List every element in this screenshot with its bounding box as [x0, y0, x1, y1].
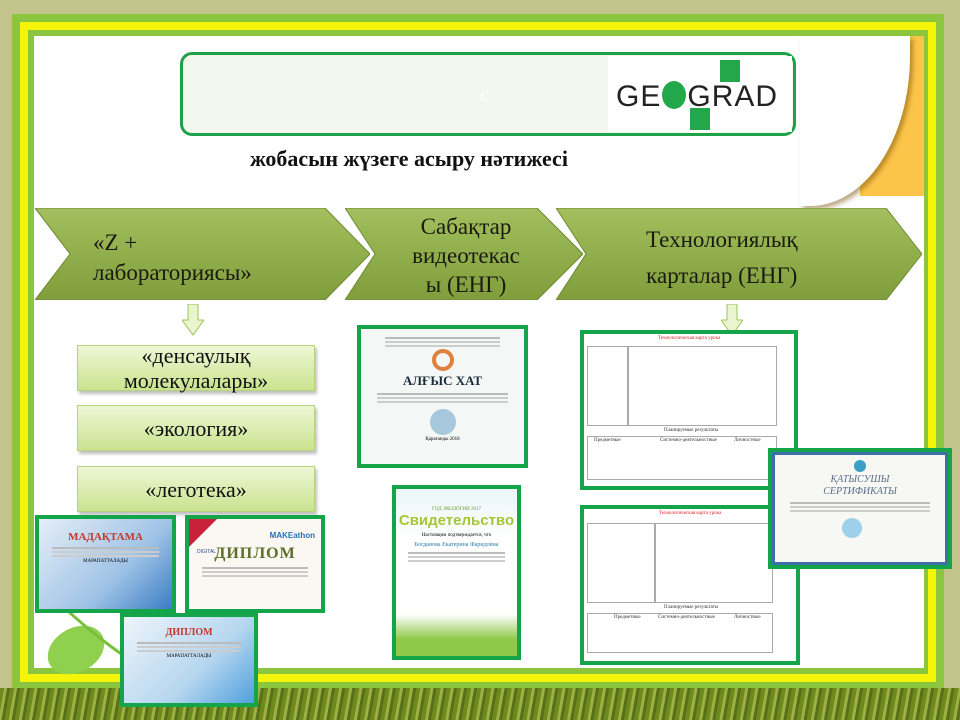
- topic-text: «леготека»: [145, 476, 247, 502]
- tech-map-col: Личностные: [734, 438, 761, 443]
- certificate-place: Қарағанды 2018: [425, 437, 460, 442]
- step-text: Технологиялық: [646, 227, 798, 252]
- certificate-text: Настоящим подтверждается, что: [421, 533, 492, 538]
- subtitle: жобасын жүзеге асыру нәтижесі: [250, 146, 568, 171]
- topic-text: молекулалары»: [123, 368, 269, 393]
- certificate-title: Свидетельство: [398, 512, 515, 529]
- tech-map-results: Планируемые результаты: [664, 428, 719, 433]
- certificate-diplom: ДИПЛОМ МАРАПАТТАЛАДЫ: [120, 613, 258, 707]
- arrow-down-icon: [182, 304, 204, 336]
- certificate-title: МАДАҚТАМА: [68, 531, 143, 543]
- tech-map-results: Планируемые результаты: [664, 605, 719, 610]
- certificate-digital-diplom: MAKEathon DIGITAL ДИПЛОМ: [185, 515, 325, 613]
- tech-map-col: Предметные: [594, 438, 621, 443]
- tech-map-title: Технологическая карта урока: [658, 511, 722, 516]
- certificate-title: ДИПЛОМ: [165, 627, 213, 638]
- certificate-title: ДИПЛОМ: [214, 545, 296, 562]
- certificate-title: АЛҒЫС ХАТ: [402, 373, 483, 388]
- certificate-title: ҚАТЫСУШЫ: [830, 474, 890, 485]
- step-text: Сабақтар: [420, 214, 512, 239]
- tech-map-2: Технологическая карта урока Планируемые …: [580, 505, 800, 665]
- process-step-z-lab: «Z + лабораториясы»: [35, 208, 370, 300]
- certificate-brand: DIGITAL: [197, 549, 217, 555]
- certificate-subtitle: МАРАПАТТАЛАДЫ: [83, 559, 128, 564]
- certificate-subtitle: МАРАПАТТАЛАДЫ: [166, 654, 212, 659]
- topic-text: «денсаулық: [141, 343, 251, 368]
- certificate-banner: ГОД ЭКОЛОГИИ 2017: [431, 507, 482, 512]
- certificate-title: СЕРТИФИКАТЫ: [823, 486, 897, 497]
- process-step-techmaps: Технологиялық карталар (ЕНГ): [556, 208, 922, 300]
- topic-legoteka: «леготека»: [77, 466, 315, 512]
- process-step-video: Сабақтар видеотекас ы (ЕНГ): [345, 208, 583, 300]
- step-text: карталар (ЕНГ): [646, 263, 798, 288]
- topic-text: «экология»: [143, 415, 249, 441]
- tech-map-col: Системно-деятельностные: [660, 438, 717, 443]
- topic-ecology: «экология»: [77, 405, 315, 451]
- title-fragment: c: [480, 84, 489, 106]
- tech-map-title: Технологическая карта урока: [657, 336, 721, 341]
- certificate-svidetelstvo: ГОД ЭКОЛОГИИ 2017 Свидетельство Настоящи…: [392, 485, 521, 660]
- step-text: ы (ЕНГ): [425, 272, 507, 297]
- tech-map-col: Системно-деятельностные: [658, 615, 715, 620]
- tech-map-col: Личностные: [734, 615, 761, 620]
- certificate-name: Богданова Екатерина Фаридовна: [414, 542, 499, 548]
- certificate-brand: MAKEathon: [269, 531, 315, 540]
- certificate-madaktama: МАДАҚТАМА МАРАПАТТАЛАДЫ: [35, 515, 176, 613]
- step-text: лабораториясы»: [93, 260, 252, 285]
- step-text: видеотекас: [412, 243, 520, 268]
- tech-map-col: Предметные: [614, 615, 641, 620]
- tech-map-1: Технологическая карта урока Планируемые …: [580, 330, 798, 490]
- certificate-algys-hat: АЛҒЫС ХАТ Қарағанды 2018: [357, 325, 528, 468]
- arrow-down-icon: [721, 304, 743, 336]
- step-text: «Z +: [93, 230, 138, 255]
